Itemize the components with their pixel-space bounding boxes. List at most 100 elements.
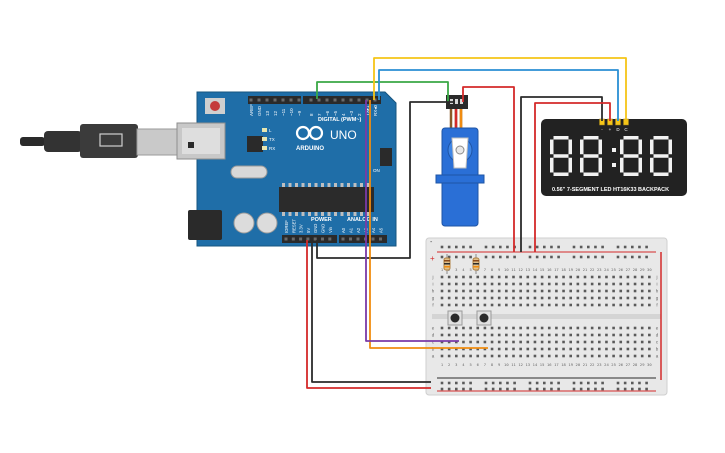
breadboard-hole[interactable]	[598, 354, 601, 358]
breadboard-hole[interactable]	[631, 387, 634, 391]
breadboard-hole[interactable]	[612, 296, 615, 300]
breadboard-hole[interactable]	[505, 275, 508, 279]
breadboard-hole[interactable]	[598, 340, 601, 344]
breadboard-hole[interactable]	[612, 326, 615, 330]
breadboard-hole[interactable]	[462, 255, 465, 259]
breadboard-hole[interactable]	[612, 354, 615, 358]
breadboard-hole[interactable]	[483, 333, 487, 337]
breadboard-hole[interactable]	[640, 333, 644, 337]
breadboard-hole[interactable]	[506, 245, 509, 249]
breadboard-hole[interactable]	[587, 245, 590, 249]
breadboard-hole[interactable]	[526, 275, 530, 279]
breadboard-hole[interactable]	[583, 275, 587, 279]
breadboard-hole[interactable]	[598, 275, 601, 279]
analog-pin-hole[interactable]	[341, 237, 345, 241]
power-pin-hole[interactable]	[284, 237, 288, 241]
breadboard-hole[interactable]	[462, 275, 465, 279]
breadboard-hole[interactable]	[455, 340, 458, 344]
breadboard-hole[interactable]	[572, 381, 576, 385]
digital-pin-hole[interactable]	[273, 98, 277, 102]
breadboard-hole[interactable]	[505, 333, 508, 337]
breadboard-hole[interactable]	[648, 347, 651, 351]
breadboard-hole[interactable]	[528, 245, 532, 249]
breadboard-hole[interactable]	[455, 296, 458, 300]
breadboard-hole[interactable]	[626, 296, 630, 300]
breadboard-hole[interactable]	[455, 333, 458, 337]
breadboard-hole[interactable]	[535, 255, 539, 259]
breadboard-hole[interactable]	[540, 326, 544, 330]
analog-pin-hole[interactable]	[349, 237, 352, 241]
breadboard-hole[interactable]	[601, 381, 604, 385]
breadboard-hole[interactable]	[483, 275, 487, 279]
digital-pin-hole[interactable]	[365, 98, 369, 102]
breadboard-hole[interactable]	[572, 387, 576, 391]
breadboard-hole[interactable]	[526, 289, 530, 293]
breadboard-hole[interactable]	[540, 303, 544, 307]
digital-pin-hole[interactable]	[349, 98, 353, 102]
breadboard-hole[interactable]	[555, 282, 558, 286]
breadboard-hole[interactable]	[590, 296, 594, 300]
breadboard-hole[interactable]	[612, 333, 615, 337]
breadboard-hole[interactable]	[462, 333, 465, 337]
pushbutton-1-cap[interactable]	[450, 313, 460, 323]
digital-pin-hole[interactable]	[257, 98, 261, 102]
wire-blue[interactable]	[378, 69, 619, 121]
breadboard-hole[interactable]	[462, 340, 465, 344]
breadboard-hole[interactable]	[648, 282, 651, 286]
breadboard-hole[interactable]	[526, 354, 530, 358]
breadboard-hole[interactable]	[519, 282, 522, 286]
breadboard-hole[interactable]	[543, 381, 546, 385]
breadboard-hole[interactable]	[455, 326, 458, 330]
breadboard-hole[interactable]	[612, 303, 615, 307]
resistor-1[interactable]	[443, 254, 451, 274]
breadboard-hole[interactable]	[506, 255, 509, 259]
breadboard-hole[interactable]	[633, 303, 637, 307]
breadboard-hole[interactable]	[447, 282, 451, 286]
digital-pin-hole[interactable]	[297, 98, 301, 102]
breadboard-hole[interactable]	[619, 333, 623, 337]
breadboard-hole[interactable]	[579, 255, 583, 259]
breadboard-hole[interactable]	[543, 255, 546, 259]
breadboard-hole[interactable]	[648, 303, 651, 307]
breadboard-hole[interactable]	[483, 326, 487, 330]
breadboard-hole[interactable]	[576, 340, 580, 344]
breadboard-hole[interactable]	[583, 289, 587, 293]
reset-button[interactable]	[210, 101, 220, 111]
breadboard-hole[interactable]	[447, 255, 451, 259]
breadboard-hole[interactable]	[476, 303, 480, 307]
digital-pin-hole[interactable]	[281, 98, 285, 102]
breadboard-hole[interactable]	[640, 303, 644, 307]
breadboard-hole[interactable]	[519, 347, 522, 351]
breadboard-hole[interactable]	[562, 275, 565, 279]
breadboard-hole[interactable]	[484, 387, 488, 391]
breadboard-hole[interactable]	[583, 333, 587, 337]
breadboard-hole[interactable]	[555, 340, 558, 344]
breadboard-hole[interactable]	[497, 326, 501, 330]
breadboard-hole[interactable]	[535, 387, 539, 391]
breadboard-hole[interactable]	[555, 296, 558, 300]
breadboard-hole[interactable]	[540, 354, 544, 358]
digital-pin-hole[interactable]	[249, 98, 253, 102]
breadboard-hole[interactable]	[497, 340, 501, 344]
breadboard-hole[interactable]	[447, 326, 451, 330]
breadboard-hole[interactable]	[469, 245, 472, 249]
breadboard-hole[interactable]	[594, 245, 597, 249]
breadboard-hole[interactable]	[605, 289, 608, 293]
breadboard-hole[interactable]	[440, 387, 444, 391]
breadboard-hole[interactable]	[519, 340, 522, 344]
breadboard-hole[interactable]	[626, 289, 630, 293]
breadboard-hole[interactable]	[562, 354, 565, 358]
power-pin-hole[interactable]	[328, 237, 332, 241]
breadboard-hole[interactable]	[605, 354, 608, 358]
breadboard-hole[interactable]	[499, 381, 502, 385]
breadboard-hole[interactable]	[598, 289, 601, 293]
breadboard-hole[interactable]	[497, 303, 501, 307]
breadboard-hole[interactable]	[528, 387, 532, 391]
breadboard-hole[interactable]	[640, 340, 644, 344]
breadboard-hole[interactable]	[540, 340, 544, 344]
breadboard-hole[interactable]	[440, 289, 444, 293]
breadboard-hole[interactable]	[619, 303, 623, 307]
wire-black-servo[interactable]	[316, 101, 453, 259]
breadboard-hole[interactable]	[543, 245, 546, 249]
breadboard-hole[interactable]	[469, 381, 472, 385]
